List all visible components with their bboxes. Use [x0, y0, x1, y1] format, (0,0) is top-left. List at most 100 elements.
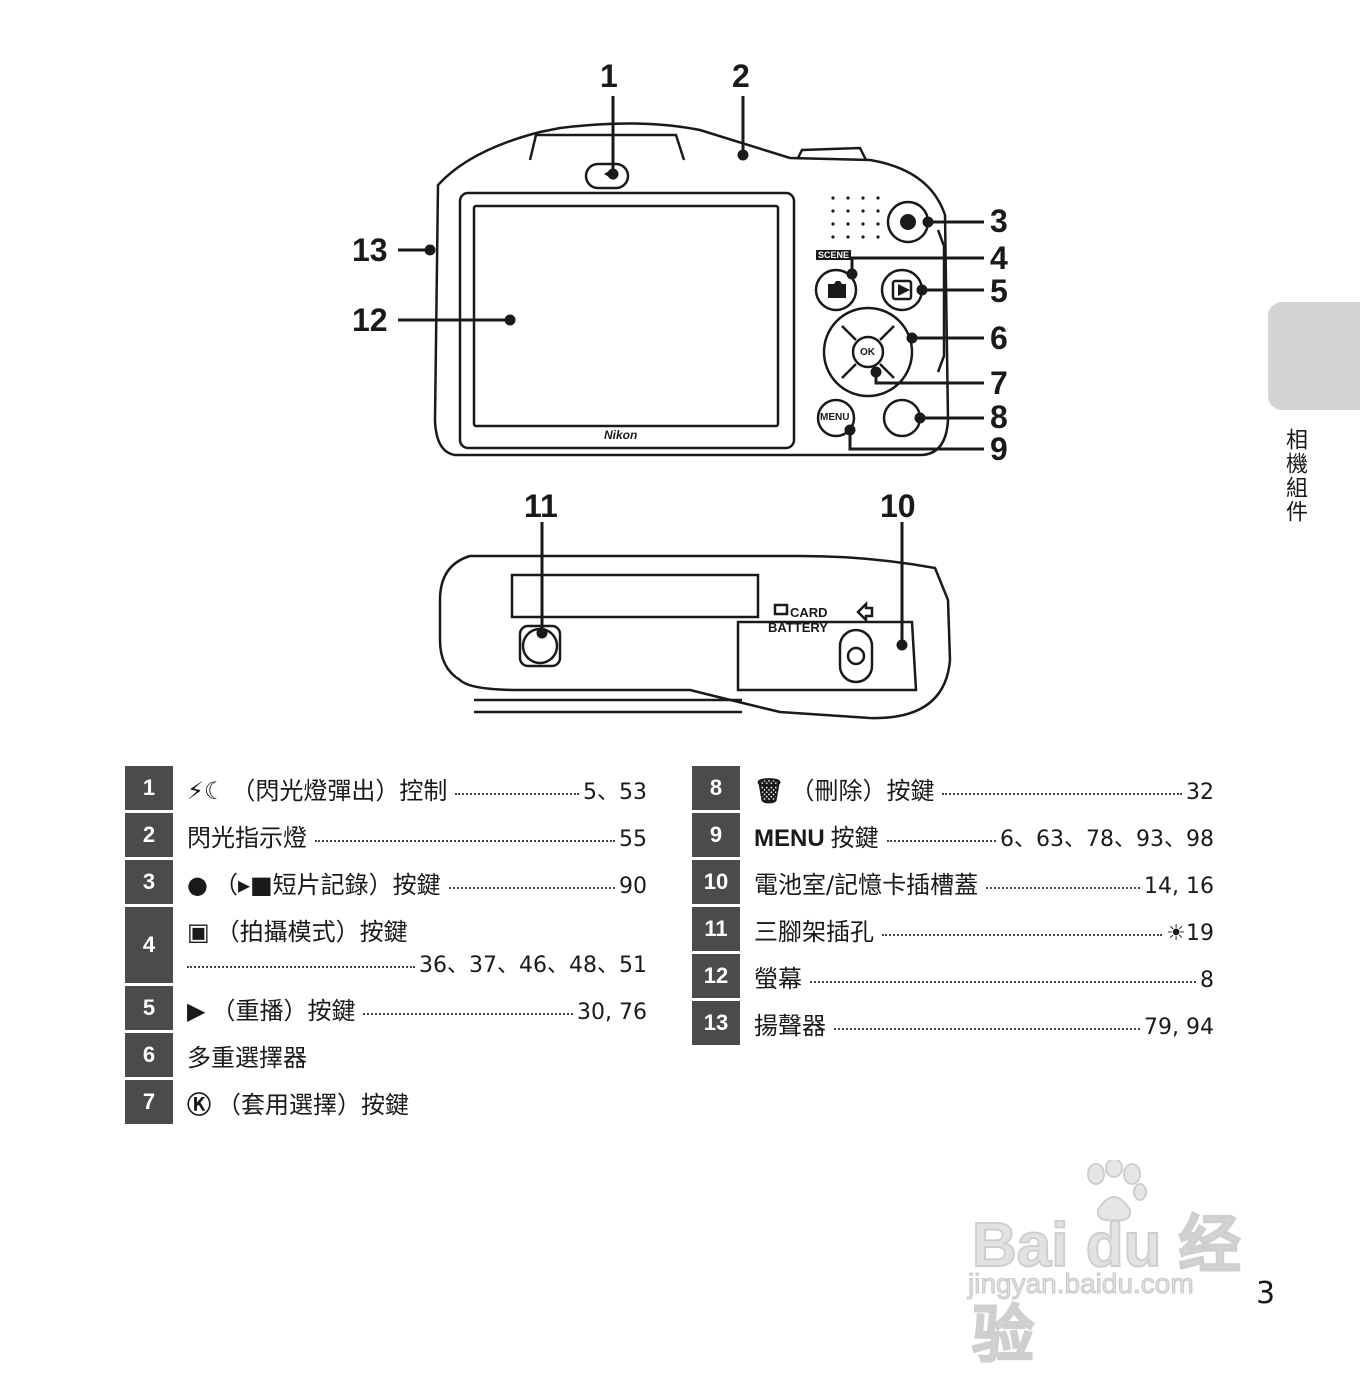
- open-arrow-icon: [856, 600, 874, 624]
- item-label: （▸■短片記錄）按鍵: [213, 870, 441, 899]
- item-pages: 90: [619, 873, 647, 899]
- item-label: 閃光指示燈: [187, 823, 307, 852]
- leader-dot-1: [607, 168, 619, 180]
- table-row: 7 Ⓚ（套用選擇）按鍵: [125, 1080, 647, 1124]
- item-number: 11: [692, 907, 740, 951]
- table-row: 6 多重選擇器: [125, 1033, 647, 1077]
- item-number: 12: [692, 954, 740, 998]
- record-dot-icon: [900, 214, 916, 230]
- selector-divider: [841, 325, 857, 341]
- leader-dot-2: [737, 149, 749, 161]
- callout-8: 8: [990, 399, 1008, 435]
- item-number: 8: [692, 766, 740, 810]
- item-label: （重播）按鍵: [211, 996, 356, 1025]
- callout-12: 12: [352, 302, 388, 338]
- leader-dot-8: [914, 412, 926, 424]
- ok-icon: Ⓚ: [187, 1090, 211, 1119]
- leader-dot-9: [844, 424, 856, 436]
- section-title: 相機組件: [1282, 428, 1307, 524]
- callout-9: 9: [990, 431, 1008, 467]
- item-number: 7: [125, 1080, 173, 1124]
- battery-label: BATTERY: [768, 620, 828, 635]
- leader-dot-11: [536, 627, 548, 639]
- item-number: 10: [692, 860, 740, 904]
- item-label: （閃光燈彈出）控制: [231, 776, 448, 805]
- callout-7: 7: [990, 365, 1008, 401]
- callout-3: 3: [990, 203, 1008, 239]
- item-number: 13: [692, 1001, 740, 1045]
- callout-4: 4: [990, 240, 1008, 276]
- table-row: 11 三腳架插孔☀19: [692, 907, 1214, 951]
- item-label: （套用選擇）按鍵: [217, 1090, 409, 1119]
- leader-line-4: [850, 256, 984, 274]
- speaker-grille: [831, 196, 880, 239]
- camera-icon: [828, 281, 846, 298]
- table-row: 12 螢幕 8: [692, 954, 1214, 998]
- camera-illustration: [398, 96, 984, 720]
- item-pages: 8: [1200, 967, 1214, 993]
- camera-bottom-outline: [438, 554, 952, 720]
- menu-label: MENU: [820, 412, 850, 423]
- item-number: 3: [125, 860, 173, 904]
- selector-divider: [879, 325, 895, 341]
- camera-icon: ▣: [187, 917, 210, 946]
- flash-popup-slider: [584, 162, 630, 190]
- leader-dot-4: [846, 268, 858, 280]
- watermark: Bai du 经验 jingyan.baidu.com: [962, 1160, 1282, 1371]
- item-label: 電池室/記憶卡插槽蓋: [754, 870, 979, 899]
- menu-ring: [816, 398, 856, 438]
- item-label: 螢幕: [754, 964, 802, 993]
- tripod-socket-frame: [518, 624, 562, 668]
- item-label: 揚聲器: [754, 1011, 826, 1040]
- leader-dot-12: [504, 314, 516, 326]
- leader-line-9: [848, 430, 984, 451]
- table-row: 2 閃光指示燈 55: [125, 813, 647, 857]
- selector-divider: [841, 363, 857, 379]
- item-pages: 14, 16: [1144, 873, 1214, 899]
- item-pages: 30, 76: [577, 999, 647, 1025]
- multi-selector: [822, 306, 914, 398]
- item-pages: 32: [1186, 779, 1214, 805]
- battery-latch-grip: [846, 646, 866, 666]
- watermark-main: Bai du 经验: [971, 1210, 1242, 1371]
- item-number: 2: [125, 813, 173, 857]
- strap-lug: [936, 229, 946, 373]
- selector-divider: [879, 363, 895, 379]
- item-label: （拍攝模式）按鍵: [215, 917, 408, 946]
- paw-logo-icon: [1087, 1160, 1147, 1222]
- item-number: 5: [125, 986, 173, 1030]
- item-label: 按鍵: [830, 823, 879, 852]
- item-pages: 5、53: [583, 779, 647, 805]
- leader-dot-5: [916, 284, 928, 296]
- bottom-label-plate: [510, 573, 760, 619]
- battery-cover-outline: [736, 620, 918, 692]
- item-label: （刪除）按鍵: [790, 776, 935, 805]
- leader-dot-7: [870, 366, 882, 378]
- callout-6: 6: [990, 320, 1008, 356]
- page-number: 3: [1256, 1276, 1276, 1311]
- leader-dot-3: [922, 216, 934, 228]
- card-label: CARD: [790, 605, 828, 620]
- table-row: 10 電池室/記憶卡插槽蓋 14, 16: [692, 860, 1214, 904]
- leader-dot-10: [896, 639, 908, 651]
- leader-dot-6: [906, 332, 918, 344]
- item-pages: 6、63、78、93、98: [1000, 826, 1214, 852]
- item-pages: 36、37、46、48、51: [419, 952, 647, 978]
- camera-back-outline: [433, 122, 950, 457]
- item-label: 多重選擇器: [187, 1043, 307, 1072]
- callout-5: 5: [990, 273, 1008, 309]
- item-number: 9: [692, 813, 740, 857]
- item-pages: 55: [619, 826, 647, 852]
- flash-popup-icon: ⚡☾: [187, 776, 226, 805]
- play-icon: ▶: [187, 996, 206, 1025]
- item-pages: ☀19: [1166, 920, 1214, 946]
- shooting-mode-ring: [814, 268, 858, 312]
- callout-2: 2: [732, 58, 750, 94]
- flash-housing: [528, 133, 686, 161]
- callout-13: 13: [352, 232, 388, 268]
